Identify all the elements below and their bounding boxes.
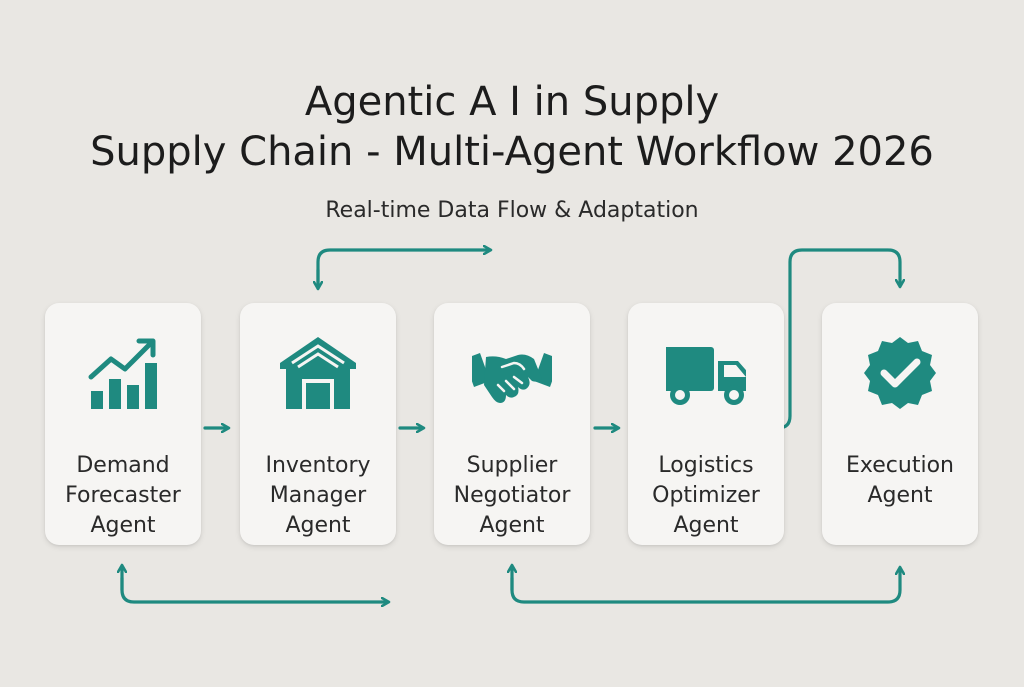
- verified-badge-check-icon: [864, 337, 936, 409]
- agent-label: Inventory Manager Agent: [265, 453, 371, 538]
- agent-card-logistics-optimizer: Logistics Optimizer Agent: [628, 303, 784, 545]
- diagram-title-line-1: Agentic A I in Supply: [304, 79, 720, 125]
- agent-label: Logistics Optimizer Agent: [652, 453, 760, 538]
- agent-card-demand-forecaster: Demand Forecaster Agent: [45, 303, 201, 545]
- diagram-subtitle: Real-time Data Flow & Adaptation: [325, 198, 699, 223]
- agent-label: Supplier Negotiator Agent: [453, 453, 571, 538]
- bar-chart-trend-icon: [88, 338, 157, 409]
- diagram-title-line-2: Supply Chain - Multi-Agent Workflow 2026: [90, 129, 934, 175]
- top-loop-arrow-inventory: [316, 250, 490, 290]
- agent-label: Execution Agent: [846, 453, 954, 508]
- warehouse-icon: [280, 337, 356, 409]
- agent-card-execution: Execution Agent: [822, 303, 978, 545]
- bottom-loop-arrow-right: [510, 568, 900, 604]
- agent-label: Demand Forecaster Agent: [65, 453, 181, 538]
- arrow-logistics-to-execution: [630, 248, 900, 430]
- bottom-loop-arrow-left: [120, 576, 388, 602]
- agent-card-supplier-negotiator: Supplier Negotiator Agent: [434, 303, 590, 545]
- agent-card-inventory-manager: Inventory Manager Agent: [240, 303, 396, 545]
- delivery-truck-icon: [666, 347, 746, 405]
- handshake-icon: [472, 353, 552, 403]
